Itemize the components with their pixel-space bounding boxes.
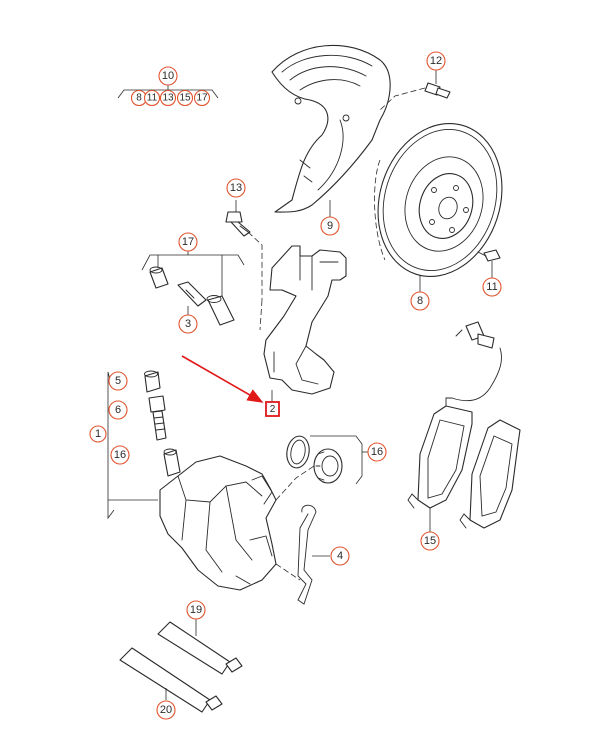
callout-label: 6 [115,404,121,416]
caliper-carrier [259,245,347,402]
callout-label: 20 [160,704,172,716]
splash-shield [271,44,391,218]
callout-label: 8 [417,295,423,307]
callout-label: 3 [185,318,191,330]
callout-label: 15 [179,93,191,104]
shield-bolt [379,70,451,111]
callout-label: 15 [424,535,436,547]
kit-10-callout: 10 8 11 13 15 17 [117,66,219,107]
callout-label: 4 [337,550,343,562]
guide-pin-set [141,248,245,326]
callout-label: 17 [182,236,194,248]
caliper-housing [159,448,277,591]
callout-label: 12 [430,55,442,67]
callout-label: 11 [486,281,497,293]
callout-label: 10 [162,70,174,82]
grease-tubes [119,618,243,713]
callout-label: 11 [147,93,158,104]
callout-label: 16 [114,449,126,461]
callout-label: 19 [190,604,202,616]
highlighted-part-box [265,401,280,417]
brake-pads [407,321,521,532]
callout-label: 1 [95,428,101,440]
disc-screw [477,249,501,278]
callout-label: 8 [136,93,142,104]
caliper-bracket [107,371,158,520]
callout-label: 16 [371,446,383,458]
callout-label: 17 [196,93,208,104]
highlight-arrow [181,355,264,403]
callout-label: 13 [230,182,242,194]
callout-label: 5 [115,375,121,387]
retaining-spring [275,504,330,605]
callout-label-highlighted: 2 [270,404,276,415]
brake-disc [374,122,503,292]
callout-label: 13 [162,93,174,104]
callout-label: 9 [327,220,333,232]
seal-kit [275,435,368,501]
callouts: 12 13 9 17 11 8 3 5 6 1 16 16 4 15 19 20 [89,51,502,720]
dust-cap [144,370,161,393]
carrier-bolt [225,200,263,300]
bleeder-screw [148,395,167,441]
